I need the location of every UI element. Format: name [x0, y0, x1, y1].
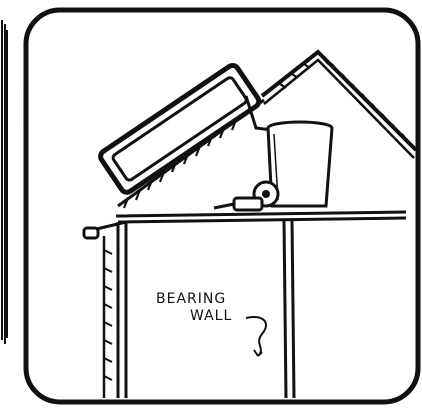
bearing-label: BEARING [156, 292, 226, 306]
left-edge-mark [2, 20, 7, 344]
wall-label: WALL [190, 309, 232, 323]
